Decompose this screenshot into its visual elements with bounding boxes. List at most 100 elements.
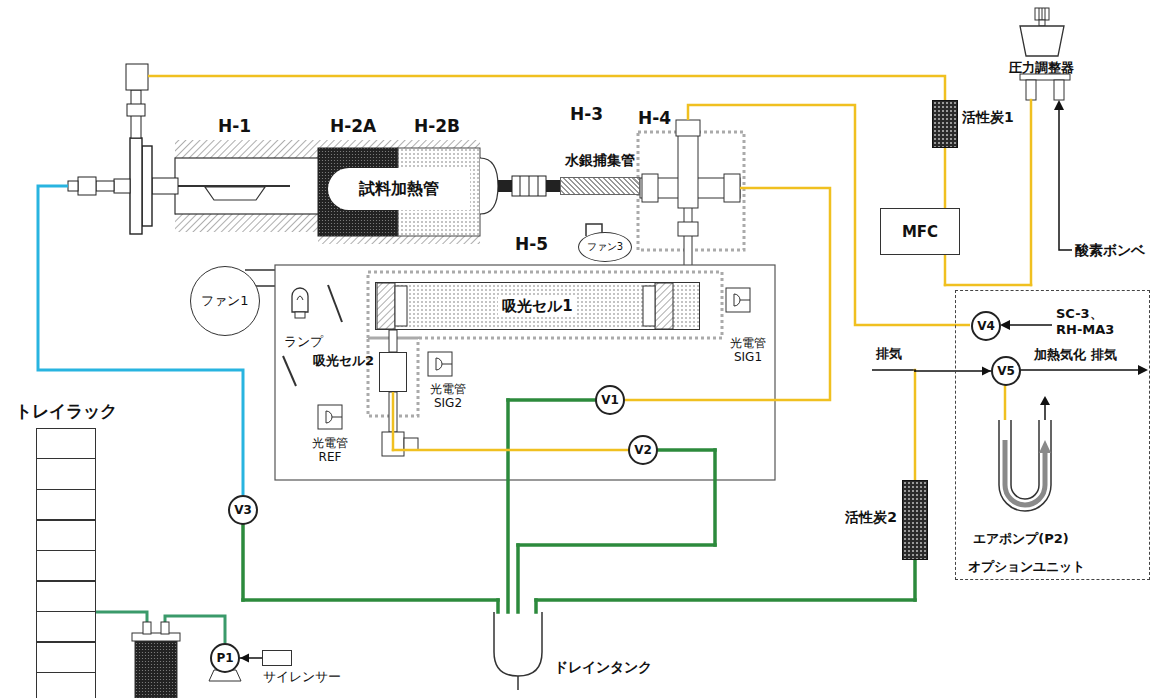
text-holder: H-4 [638, 108, 671, 128]
part-name: H-2B [414, 116, 460, 136]
text-holder: 活性炭2 [845, 509, 897, 526]
text-holder: オプションユニット [968, 559, 1085, 575]
text-holder: エアポンプ(P2) [966, 528, 1076, 547]
pipe-connector [243, 525, 498, 612]
node-text: V2 [634, 443, 652, 457]
sensor-label: 光電管 REF [306, 436, 354, 465]
pump-circle: P1 [210, 643, 240, 673]
silencer-box: サイレンサー [262, 650, 292, 666]
carbon-filter: 活性炭1 [932, 100, 958, 148]
text-holder: H-2B [414, 116, 460, 136]
valve-circle: V1 [595, 385, 625, 415]
heating-tube: 試料加熱管 [328, 168, 470, 210]
node-text: 水銀捕集管 [565, 152, 635, 169]
text-holder: 光電管 SIG2 [424, 382, 472, 411]
text-holder: H-5 [515, 234, 548, 254]
text-holder: 加熱気化 排気 [1034, 347, 1117, 363]
node-text: V4 [977, 319, 995, 333]
text-holder: 吸光セル2 [313, 353, 374, 369]
valve-circle: V5 [991, 356, 1021, 386]
part-name: H-1 [218, 116, 251, 136]
arrow-head [982, 367, 991, 376]
pipe-segment [945, 284, 1031, 287]
text-holder: H-2A [330, 116, 376, 136]
absorption-cell: 吸光セル2 [379, 352, 407, 392]
pipe-segment [944, 255, 947, 285]
text-holder: 酸素ボンベ [1075, 242, 1145, 259]
node-text: V1 [601, 393, 619, 407]
text-holder: 圧力調整器 [1000, 57, 1082, 76]
node-text: 吸光セル2 [313, 353, 374, 369]
text-holder: サイレンサー [263, 669, 341, 685]
node-text: 活性炭2 [845, 509, 897, 526]
option-unit: オプションユニット V4V5 エアポンプ(P2) [955, 290, 1150, 580]
mercury-trap: 水銀捕集管 [560, 177, 640, 195]
pipe-connector [536, 560, 915, 612]
pipe-segment [392, 392, 395, 450]
text-holder: 光電管 SIG1 [724, 336, 772, 365]
node-text: サイレンサー [263, 669, 341, 685]
node-text: P1 [216, 651, 233, 665]
valve-circle: V2 [628, 435, 658, 465]
pipe-segment [658, 448, 715, 452]
pipe-segment [496, 600, 500, 612]
node-text: 試料加熱管 [359, 179, 439, 198]
carbon-filter: 活性炭2 [902, 480, 928, 560]
pipe-connector [393, 392, 628, 450]
node-text: トレイラック [15, 401, 117, 421]
text-holder: ランプ [284, 334, 323, 350]
part-name: H-3 [570, 104, 603, 124]
exhaust-label: 排気 [876, 346, 902, 362]
mfc-box: MFC [880, 208, 960, 255]
pipe-segment [915, 370, 991, 372]
pipe-connector [240, 654, 262, 663]
pipe-segment [241, 525, 245, 600]
text-holder: ドレインタンク [554, 659, 652, 676]
pipe-segment [393, 449, 628, 452]
pipe-connector [915, 367, 991, 481]
part-name: H-2A [330, 116, 376, 136]
absorption-cell: 吸光セル1 [375, 282, 700, 330]
pipe-segment [944, 148, 947, 208]
pipe-segment [506, 400, 510, 612]
node-text: MFC [902, 223, 938, 241]
sensor-label: 光電管 SIG2 [424, 382, 472, 411]
text-holder: 活性炭1 [962, 109, 1014, 126]
gas-source-label: 酸素ボンベ [1075, 242, 1145, 259]
pipe-segment [1030, 100, 1033, 285]
fan: ファン3 [578, 232, 632, 262]
pipe-connector [945, 148, 946, 208]
node-text: 圧力調整器 [1009, 60, 1074, 76]
pipe-segment [914, 370, 917, 480]
pipe-segment [508, 398, 595, 402]
sensor-label: 光電管 SIG1 [724, 336, 772, 365]
fan: ファン1 [190, 266, 260, 336]
text-holder: 光電管 REF [306, 436, 354, 465]
arrow-head [240, 654, 249, 663]
node-text: V3 [234, 503, 252, 517]
pipe-connector [508, 400, 595, 612]
pipe-connector [518, 450, 715, 612]
node-text: エアポンプ(P2) [973, 531, 1068, 547]
valve-circle: V4 [971, 311, 1001, 341]
text-holder: H-1 [218, 116, 251, 136]
text-holder: 水銀捕集管 [565, 152, 635, 169]
tray-rack: トレイラック [36, 428, 96, 698]
text-holder: SC-3、 RH-MA3 [1056, 306, 1122, 337]
node-text: 活性炭1 [962, 109, 1014, 126]
part-name: H-5 [515, 234, 548, 254]
pressure-regulator: 圧力調整器 [1000, 8, 1082, 100]
input-label: SC-3、 RH-MA3 [1056, 306, 1122, 337]
pipe-segment [516, 545, 520, 612]
pipe-segment [518, 543, 715, 547]
node-text: 吸光セル1 [498, 297, 576, 315]
component-label: ランプ [284, 334, 323, 350]
node-text: ファン3 [587, 241, 623, 253]
valve-circle: V3 [228, 495, 258, 525]
text-holder: H-3 [570, 104, 603, 124]
pipe-segment [536, 598, 915, 602]
node-text: オプションユニット [968, 559, 1085, 575]
pipe-segment [913, 560, 917, 600]
